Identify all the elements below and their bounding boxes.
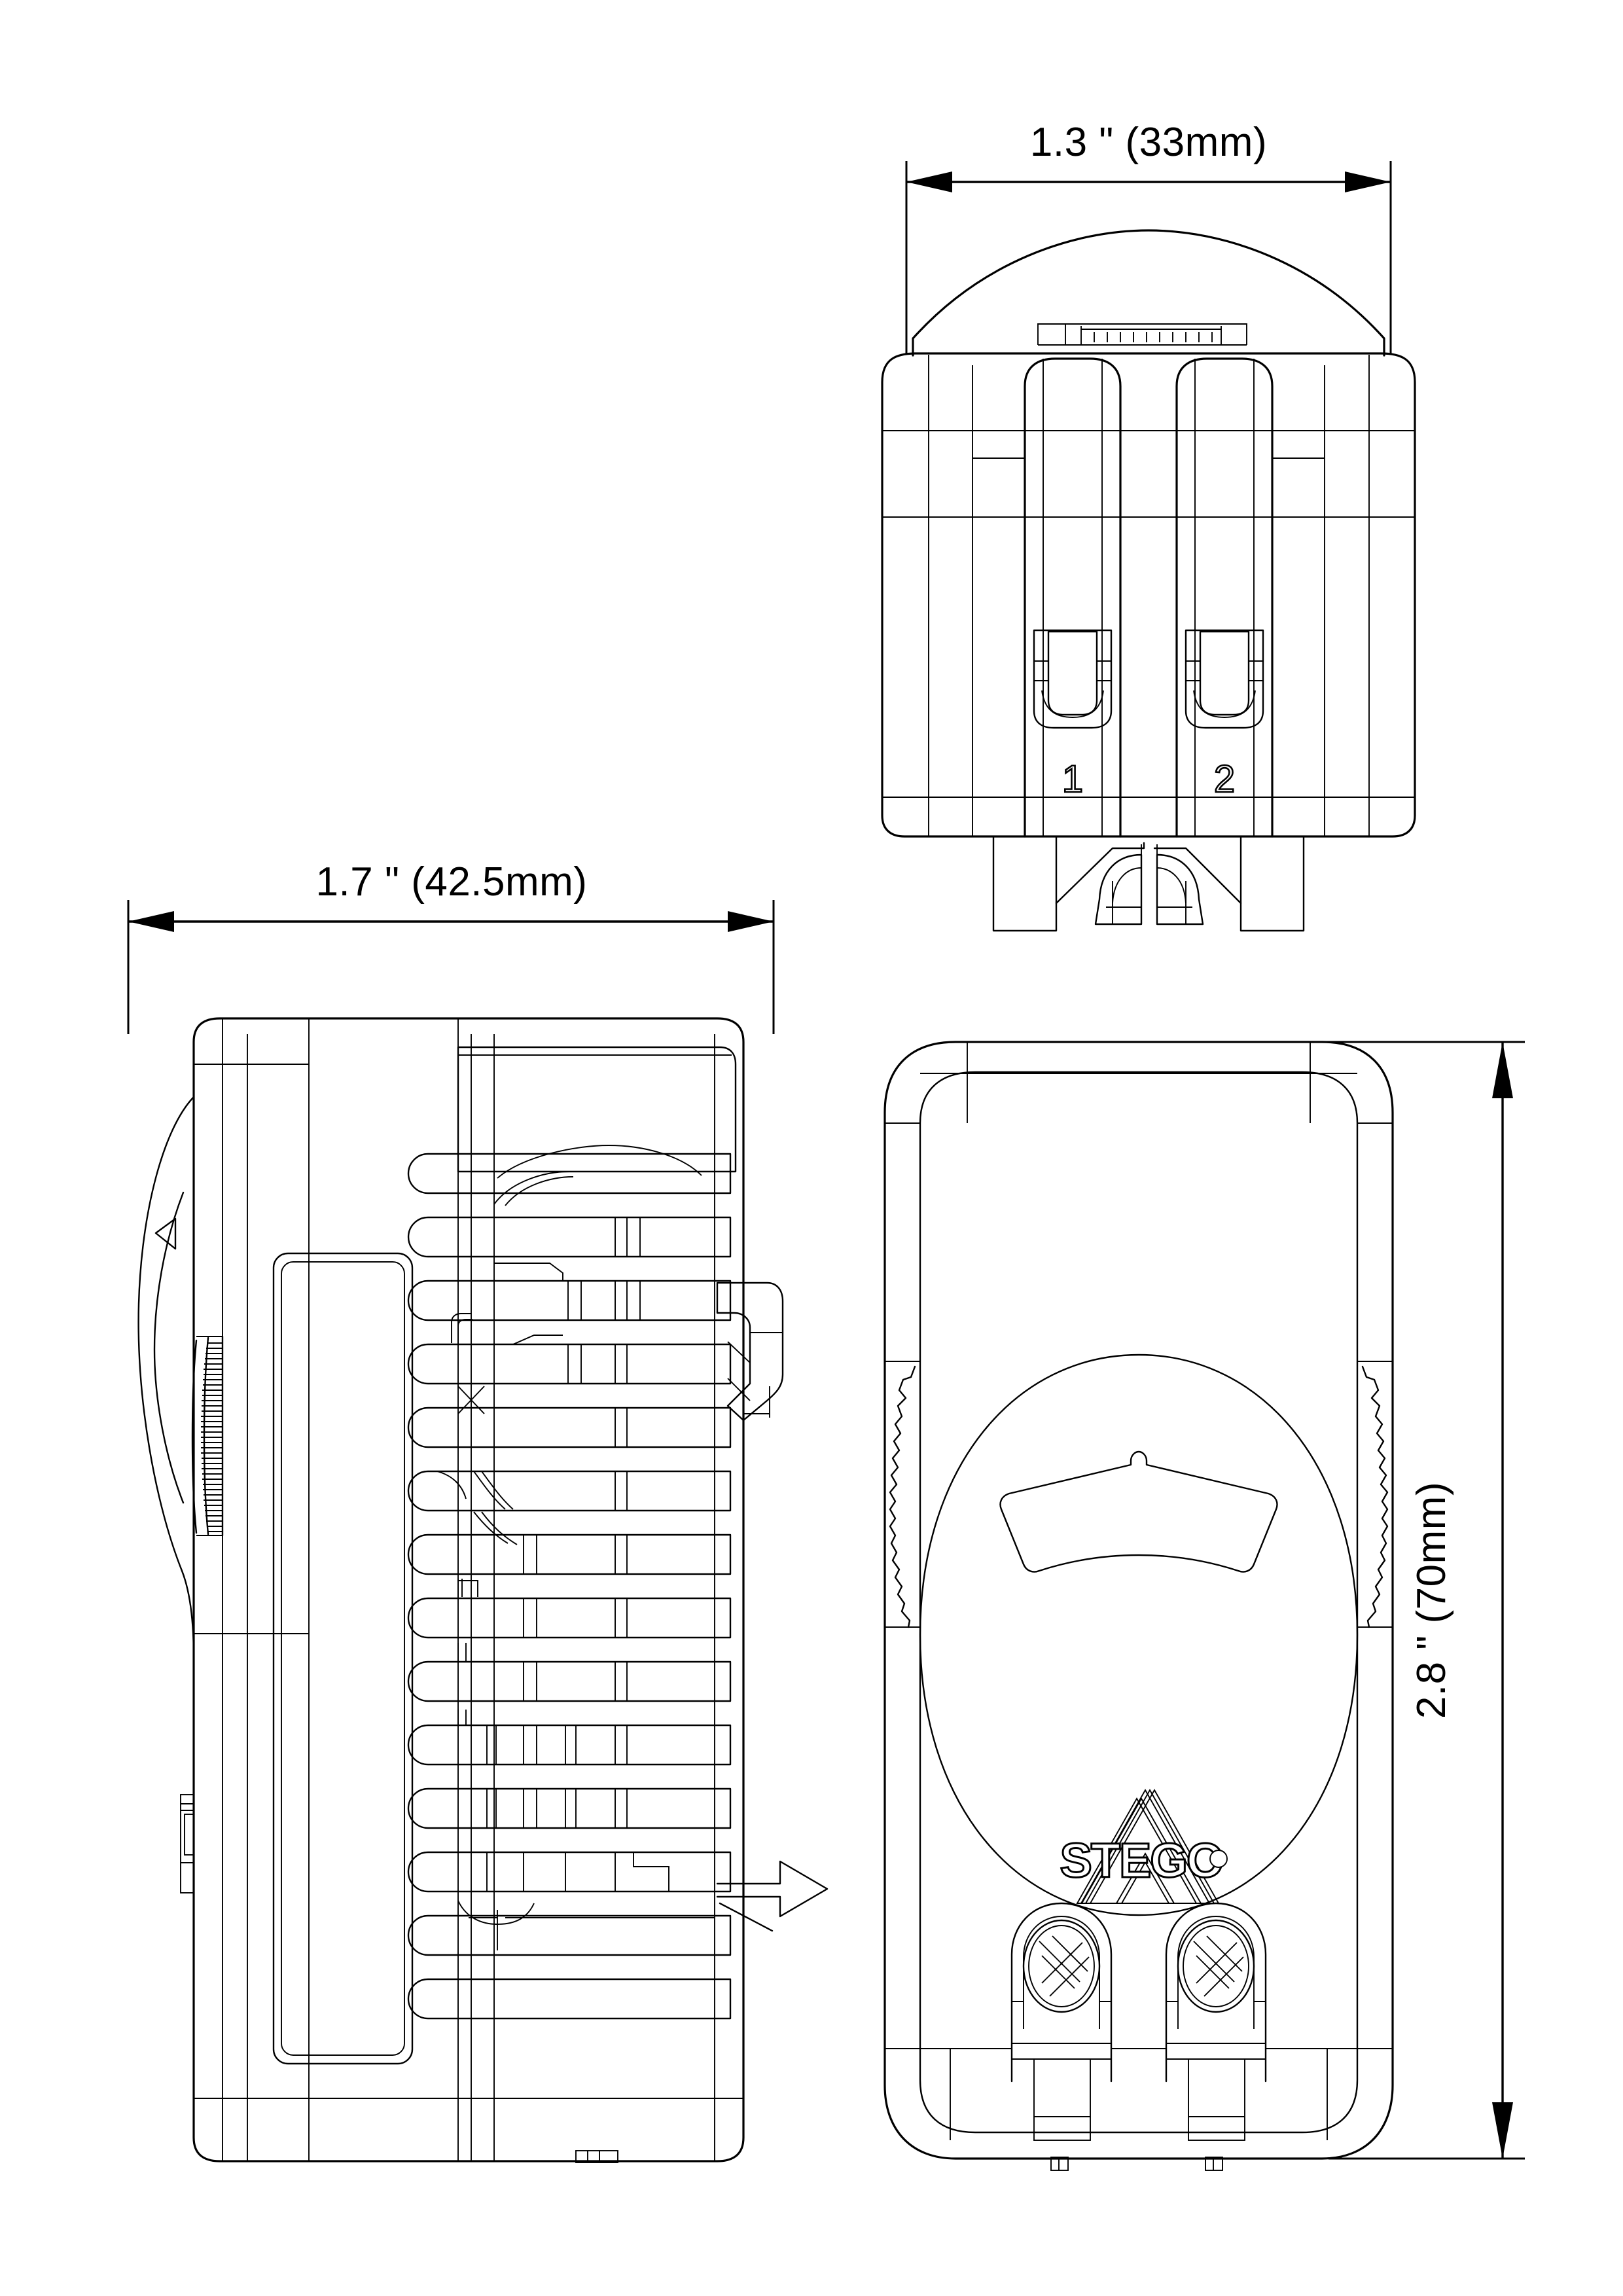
terminal-2-label: 2 [1214, 758, 1235, 800]
din-rail-clip-upper [716, 1282, 784, 1422]
top-view-terminal-1 [1033, 629, 1113, 729]
dimension-width-label: 1.7 " (42.5mm) [316, 859, 588, 905]
top-view-body: 1 2 [881, 229, 1416, 932]
side-view: 1.7 " (42.5mm) [127, 859, 829, 2163]
dimension-height [1283, 1041, 1525, 2160]
side-internal-details [437, 1145, 715, 1950]
terminal-screw-2 [1165, 1902, 1267, 2171]
top-view: 1 2 1.3 " (33mm) [881, 120, 1416, 932]
front-view: 2.8 " (70mm) [883, 1041, 1525, 2171]
side-connector-tab [180, 1794, 194, 1893]
rotary-dial [919, 1354, 1359, 1916]
knurled-knob [191, 1335, 224, 1537]
stego-triangle-icon [1076, 1789, 1220, 1904]
serrated-edge-left [889, 1365, 916, 1628]
front-view-body: STEGO [883, 1041, 1394, 2171]
dimension-width [127, 900, 775, 1034]
stego-wordmark: STEGO [1060, 1833, 1222, 1888]
stego-logo: STEGO [1059, 1789, 1228, 1904]
side-view-body [137, 1017, 829, 2163]
release-latch [716, 1860, 829, 1932]
dimension-depth [905, 161, 1392, 353]
stego-registered-dot [1209, 1850, 1228, 1868]
setpoint-window [999, 1450, 1278, 1573]
top-view-mounting-feet [992, 835, 1305, 932]
terminal-screw-1 [1010, 1902, 1113, 2171]
serrated-edge-right [1361, 1365, 1389, 1628]
dimension-height-label: 2.8 " (70mm) [1409, 1482, 1454, 1719]
heat-sink-fins [407, 1153, 732, 2020]
top-view-terminal-2 [1185, 629, 1264, 729]
terminal-1-label: 1 [1062, 758, 1083, 800]
side-bottom-notch [575, 2150, 618, 2163]
dimension-depth-label: 1.3 " (33mm) [1030, 120, 1267, 165]
